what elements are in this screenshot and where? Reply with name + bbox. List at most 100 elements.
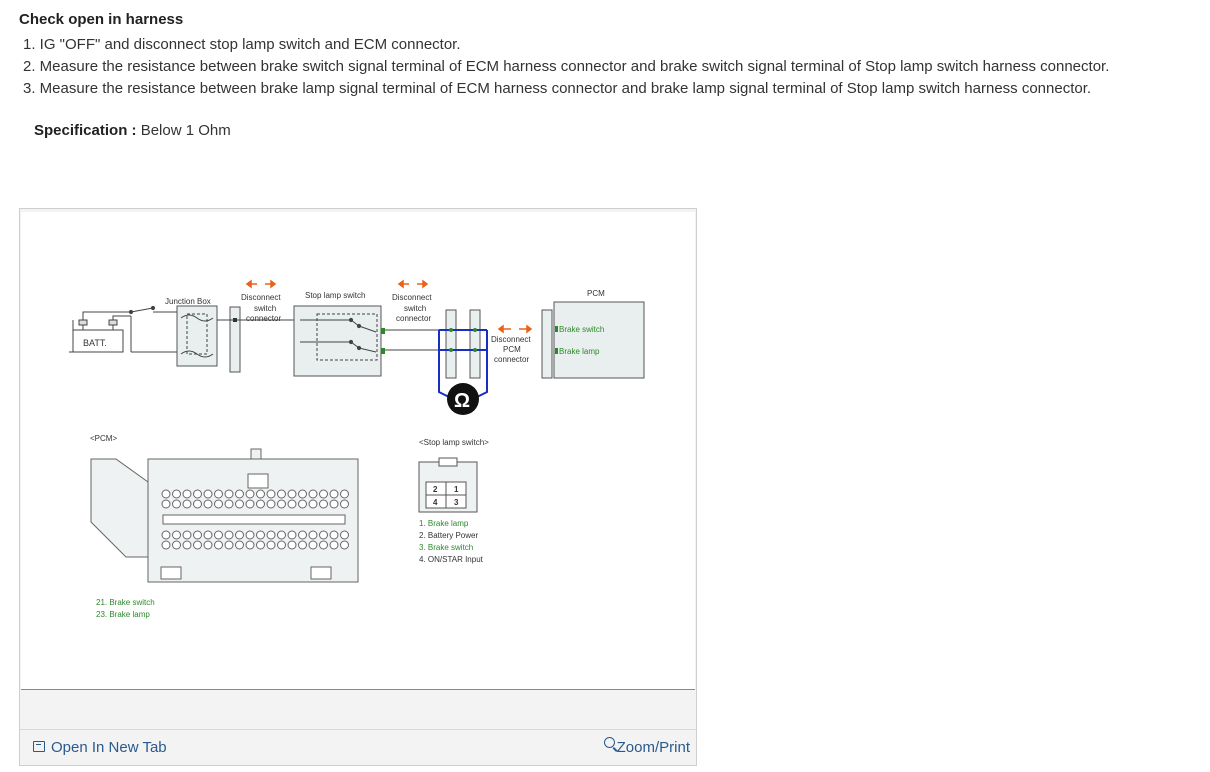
pcm-pin: [203, 489, 213, 499]
pcm-pin: [161, 540, 171, 550]
pcm-pin: [235, 540, 244, 550]
disconnect-arrow-left: [245, 279, 277, 289]
figure-frame: BATT. Junction Box: [19, 208, 697, 766]
pcm-pin: [193, 540, 202, 550]
pcm-pin: [256, 530, 265, 540]
batt-label: BATT.: [83, 338, 107, 348]
pcm-pin: [224, 530, 234, 540]
disconnect-switch-label: Disconnect switch connector: [241, 293, 283, 323]
pcm-pin-23: 23. Brake lamp: [96, 610, 150, 619]
ohmmeter-icon: [447, 383, 479, 415]
pcm-pin: [256, 540, 265, 550]
pcm-pin: [224, 489, 234, 499]
zoom-print-link[interactable]: Zoom/Print: [603, 737, 690, 756]
pcm-pin: [235, 530, 244, 540]
pcm-pin: [277, 530, 286, 540]
pcm-label: PCM: [587, 289, 605, 298]
new-tab-icon: [33, 741, 45, 752]
connector-half-b: [469, 309, 481, 379]
pcm-pin: [203, 530, 213, 540]
specification: Specification : Below 1 Ohm: [34, 122, 231, 139]
pcm-pin: [298, 489, 307, 499]
pcm-pin: [224, 540, 234, 550]
pcm-pin: [298, 540, 307, 550]
open-new-tab-link[interactable]: Open In New Tab: [33, 739, 167, 756]
pcm-pin: [214, 489, 223, 499]
pcm-pin: [193, 489, 202, 499]
pcm-pin: [245, 499, 255, 509]
pcm-pin: [340, 489, 349, 499]
pcm-pin: [266, 499, 276, 509]
zoom-print-label: Zoom/Print: [616, 739, 690, 756]
pcm-pin: [329, 530, 339, 540]
pcm-pin: [245, 540, 255, 550]
sls-pin-4: 4. ON/STAR Input: [419, 555, 484, 564]
disconnect-pcm-label: Disconnect PCM connector: [491, 335, 533, 364]
pcm-pin: [277, 540, 286, 550]
pcm-pin: [287, 489, 297, 499]
disconnect-arrow-right: [497, 324, 533, 334]
pcm-pin: [329, 499, 339, 509]
pcm-pin: [277, 499, 286, 509]
pcm-box: [553, 301, 645, 379]
pcm-pin-21: 21. Brake switch: [96, 598, 155, 607]
pcm-pin: [182, 499, 192, 509]
pcm-pin: [308, 499, 318, 509]
pcm-pin: [224, 499, 234, 509]
pcm-pin: [172, 540, 181, 550]
pcm-pin: [161, 530, 171, 540]
pcm-pin: [266, 540, 276, 550]
sls-connector-face: [418, 457, 478, 513]
magnifier-icon: [603, 737, 615, 748]
pcm-pin: [319, 489, 328, 499]
pcm-pin: [182, 540, 192, 550]
pcm-pin: [319, 540, 328, 550]
pcm-brake-switch: Brake switch: [559, 325, 604, 334]
pcm-pin: [329, 489, 339, 499]
sls-terminal: 1: [454, 485, 459, 494]
pcm-pin: [340, 499, 349, 509]
stop-lamp-switch-box: [293, 305, 382, 377]
pcm-pin: [214, 499, 223, 509]
sls-terminal: 3: [454, 498, 459, 507]
pcm-pin: [182, 489, 192, 499]
pcm-pin: [266, 489, 276, 499]
sls-pin-2: 2. Battery Power: [419, 531, 478, 540]
wiring-diagram: BATT. Junction Box: [21, 212, 695, 690]
switch-connector-left: [229, 306, 241, 373]
pcm-pin: [340, 540, 349, 550]
pcm-pin: [308, 540, 318, 550]
spec-value: Below 1 Ohm: [136, 122, 231, 139]
sls-terminal: 2: [433, 485, 438, 494]
pcm-pin: [287, 530, 297, 540]
step-item: 1. IG "OFF" and disconnect stop lamp swi…: [23, 36, 461, 53]
open-new-tab-label: Open In New Tab: [51, 739, 167, 756]
wiring-diagram-svg: BATT. Junction Box: [69, 279, 645, 619]
pcm-pin: [319, 499, 328, 509]
pcm-pin: [182, 530, 192, 540]
pcm-pin: [308, 489, 318, 499]
pcm-pin: [298, 499, 307, 509]
pcm-pin: [193, 499, 202, 509]
pcm-pin: [172, 499, 181, 509]
pcm-pin: [340, 530, 349, 540]
pcm-pin: [329, 540, 339, 550]
pcm-pin: [277, 489, 286, 499]
pcm-pin: [287, 540, 297, 550]
pcm-pin: [203, 540, 213, 550]
pcm-brake-lamp: Brake lamp: [559, 347, 600, 356]
pcm-pin: [172, 489, 181, 499]
sls-terminal: 4: [433, 498, 438, 507]
pcm-pin: [203, 499, 213, 509]
pcm-pin-rows: [161, 489, 349, 550]
pcm-pin: [308, 530, 318, 540]
pcm-connector: [541, 309, 553, 379]
pcm-pin: [235, 499, 244, 509]
pcm-pin: [319, 530, 328, 540]
pcm-pin: [256, 489, 265, 499]
pcm-pin: [287, 499, 297, 509]
stop-lamp-switch-label: Stop lamp switch: [305, 291, 365, 300]
disconnect-arrow-mid: [397, 279, 429, 289]
pcm-pin: [161, 499, 171, 509]
pcm-pin: [161, 489, 171, 499]
